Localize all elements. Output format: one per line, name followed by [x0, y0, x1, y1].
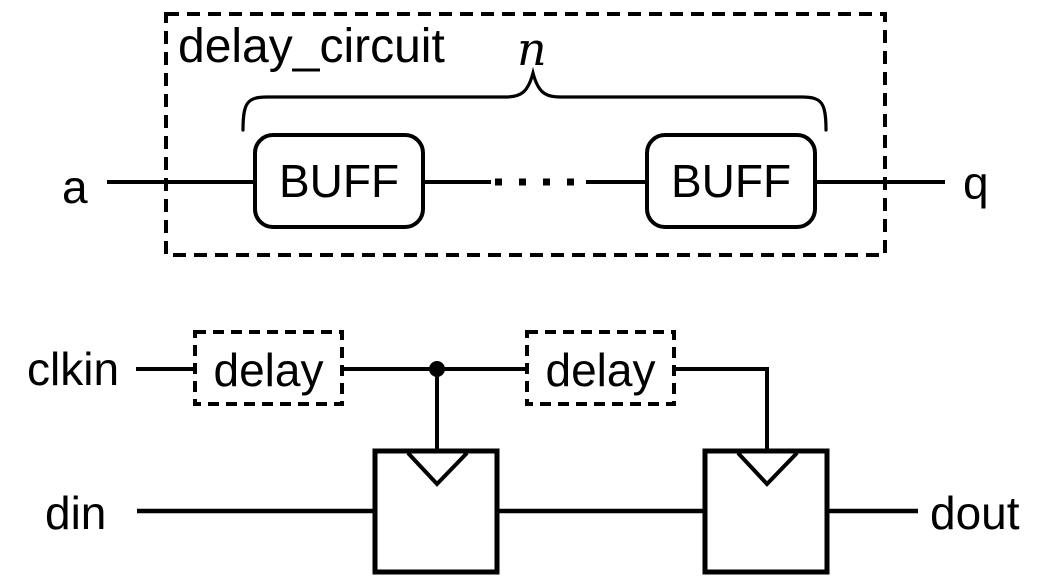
port-label-clkin: clkin — [27, 343, 120, 395]
delay2-label: delay — [545, 344, 656, 396]
delay-circuit-dashed-box — [164, 12, 887, 257]
flipflop1-clock-chevron-icon — [406, 451, 469, 487]
delay-circuit-title: delay_circuit — [178, 20, 445, 73]
port-label-q: q — [963, 157, 989, 209]
flipflop2-box — [702, 448, 830, 575]
flipflop1-box — [372, 448, 500, 575]
delay1-label: delay — [213, 344, 324, 396]
buffer2-label: BUFF — [670, 155, 792, 207]
port-label-dout: dout — [930, 487, 1020, 539]
repeat-brace-icon — [241, 66, 828, 132]
port-label-din: din — [45, 487, 107, 539]
port-label-a: a — [62, 161, 88, 213]
flipflop2-clock-chevron-icon — [736, 451, 799, 487]
buffer1-label: BUFF — [278, 155, 400, 207]
wire-delay2-to-flipflop2-clock — [674, 367, 769, 453]
repeat-count-label: n — [517, 22, 547, 76]
